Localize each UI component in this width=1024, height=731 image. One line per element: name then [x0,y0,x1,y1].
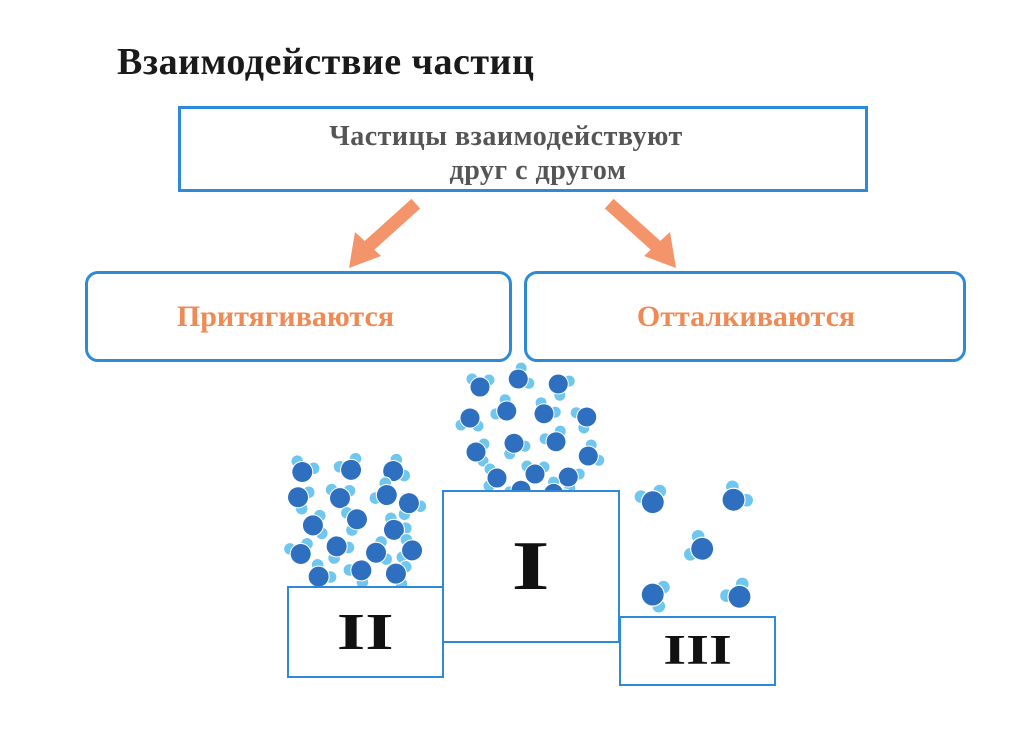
liquid-molecule [325,535,356,565]
slide-title: Взаимодействие частиц [117,41,535,83]
gas-molecule [682,528,715,562]
podium-second-label: II [337,603,394,661]
attract-box: Притягиваются [85,271,512,362]
solid-molecule [577,438,606,467]
liquid-molecule [397,492,428,522]
liquid-molecule [342,559,373,590]
gas-molecule [633,483,668,515]
solid-molecule [520,459,551,485]
liquid-molecule [395,532,424,565]
liquid-molecule [301,508,329,541]
liquid-molecule [324,482,357,510]
statement-line-2: друг с другом [449,155,627,186]
podium-second-place: II [287,586,444,678]
podium-first-place: I [442,490,620,643]
solid-molecule [569,406,598,435]
repel-box: Отталкиваются [524,271,966,362]
podium-third-label: III [663,628,732,674]
solid-molecule [454,407,485,433]
gas-molecule [721,479,755,512]
liquid-molecule [365,535,393,566]
liquid-molecule [290,454,321,483]
solid-molecule [465,437,491,468]
solid-molecule [538,424,567,453]
podium-third-place: III [619,616,776,686]
liquid-molecule [287,485,316,516]
liquid-molecule [382,511,413,541]
liquid-molecule [332,451,363,481]
statement-box: Частицы взаимодействуют друг с другом [178,106,868,192]
solid-molecule [533,396,562,425]
liquid-molecule [283,537,314,565]
liquid-molecule [368,476,398,507]
solid-molecule [507,361,536,390]
solid-molecule [547,373,576,402]
podium-first-label: I [511,527,551,605]
arrow-down-left-icon [349,198,421,268]
solid-molecule [489,393,518,422]
arrow-down-right-icon [604,198,676,268]
gas-molecule [640,579,671,614]
solid-molecule [503,432,532,461]
liquid-molecule [384,559,413,592]
statement-line-1: Частицы взаимодействуют [329,121,683,152]
solid-molecule [482,462,508,493]
attract-label: Притягиваются [176,299,395,333]
solid-molecule [465,372,496,398]
liquid-molecule [340,506,368,537]
gas-molecule [719,576,752,609]
repel-label: Отталкиваются [636,299,856,333]
liquid-molecule [382,452,412,483]
liquid-molecule [307,557,338,588]
